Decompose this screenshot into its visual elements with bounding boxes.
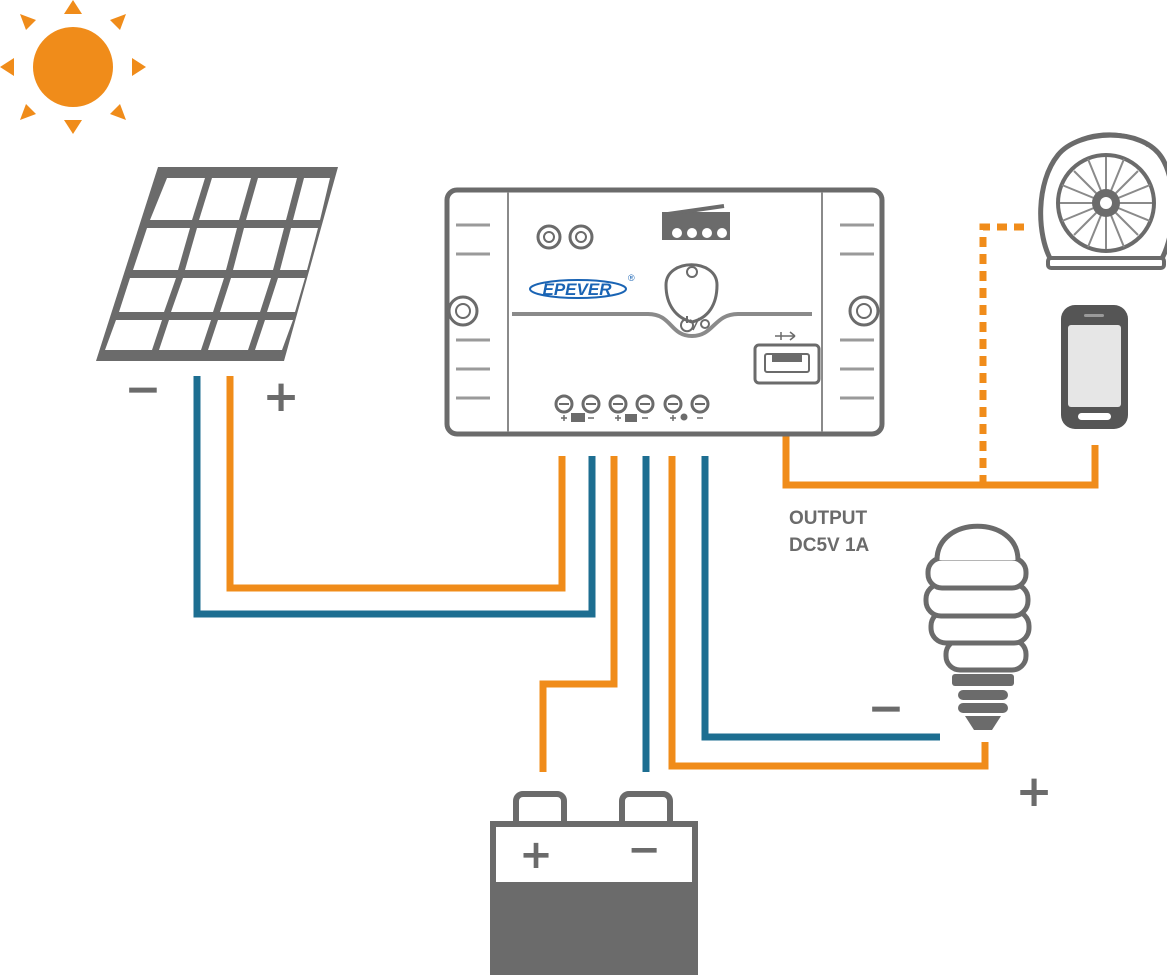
wiring [193,223,1099,772]
battery-minus-sign: − [627,827,661,873]
battery-level-indicator [662,204,730,240]
panel-minus-sign: − [125,364,162,415]
usb-fan-dashed-wire [979,223,1030,485]
battery-icon [490,791,698,975]
fan-icon [1038,132,1167,270]
brand-logo: EPEVER ® [529,273,635,299]
output-label-line2: DC5V 1A [789,535,870,556]
charge-controller: EPEVER ® [444,187,885,437]
panel-negative-wire [193,376,596,618]
panel-plus-sign: + [263,371,300,422]
control-button-housing [664,263,719,324]
svg-text:®: ® [628,273,635,283]
panel-positive-wire [226,376,566,592]
solar-panel-icon [96,167,338,361]
usb-port-icon [753,331,821,385]
lamp-plus-sign: + [1016,766,1053,817]
smartphone-icon [1061,305,1128,429]
usb-output-wire [782,392,1099,489]
load-negative-wire [701,456,940,741]
terminal-block [554,394,710,422]
status-led-indicators [536,224,594,250]
battery-positive-wire [539,456,618,772]
sun-icon [0,0,146,134]
light-bulb-icon [923,523,1032,730]
load-positive-wire [668,456,989,770]
output-label-line1: OUTPUT [789,508,868,529]
battery-plus-sign: + [519,832,553,878]
lamp-minus-sign: − [868,683,905,734]
svg-text:EPEVER: EPEVER [543,280,613,299]
power-settings-icon [680,316,710,333]
